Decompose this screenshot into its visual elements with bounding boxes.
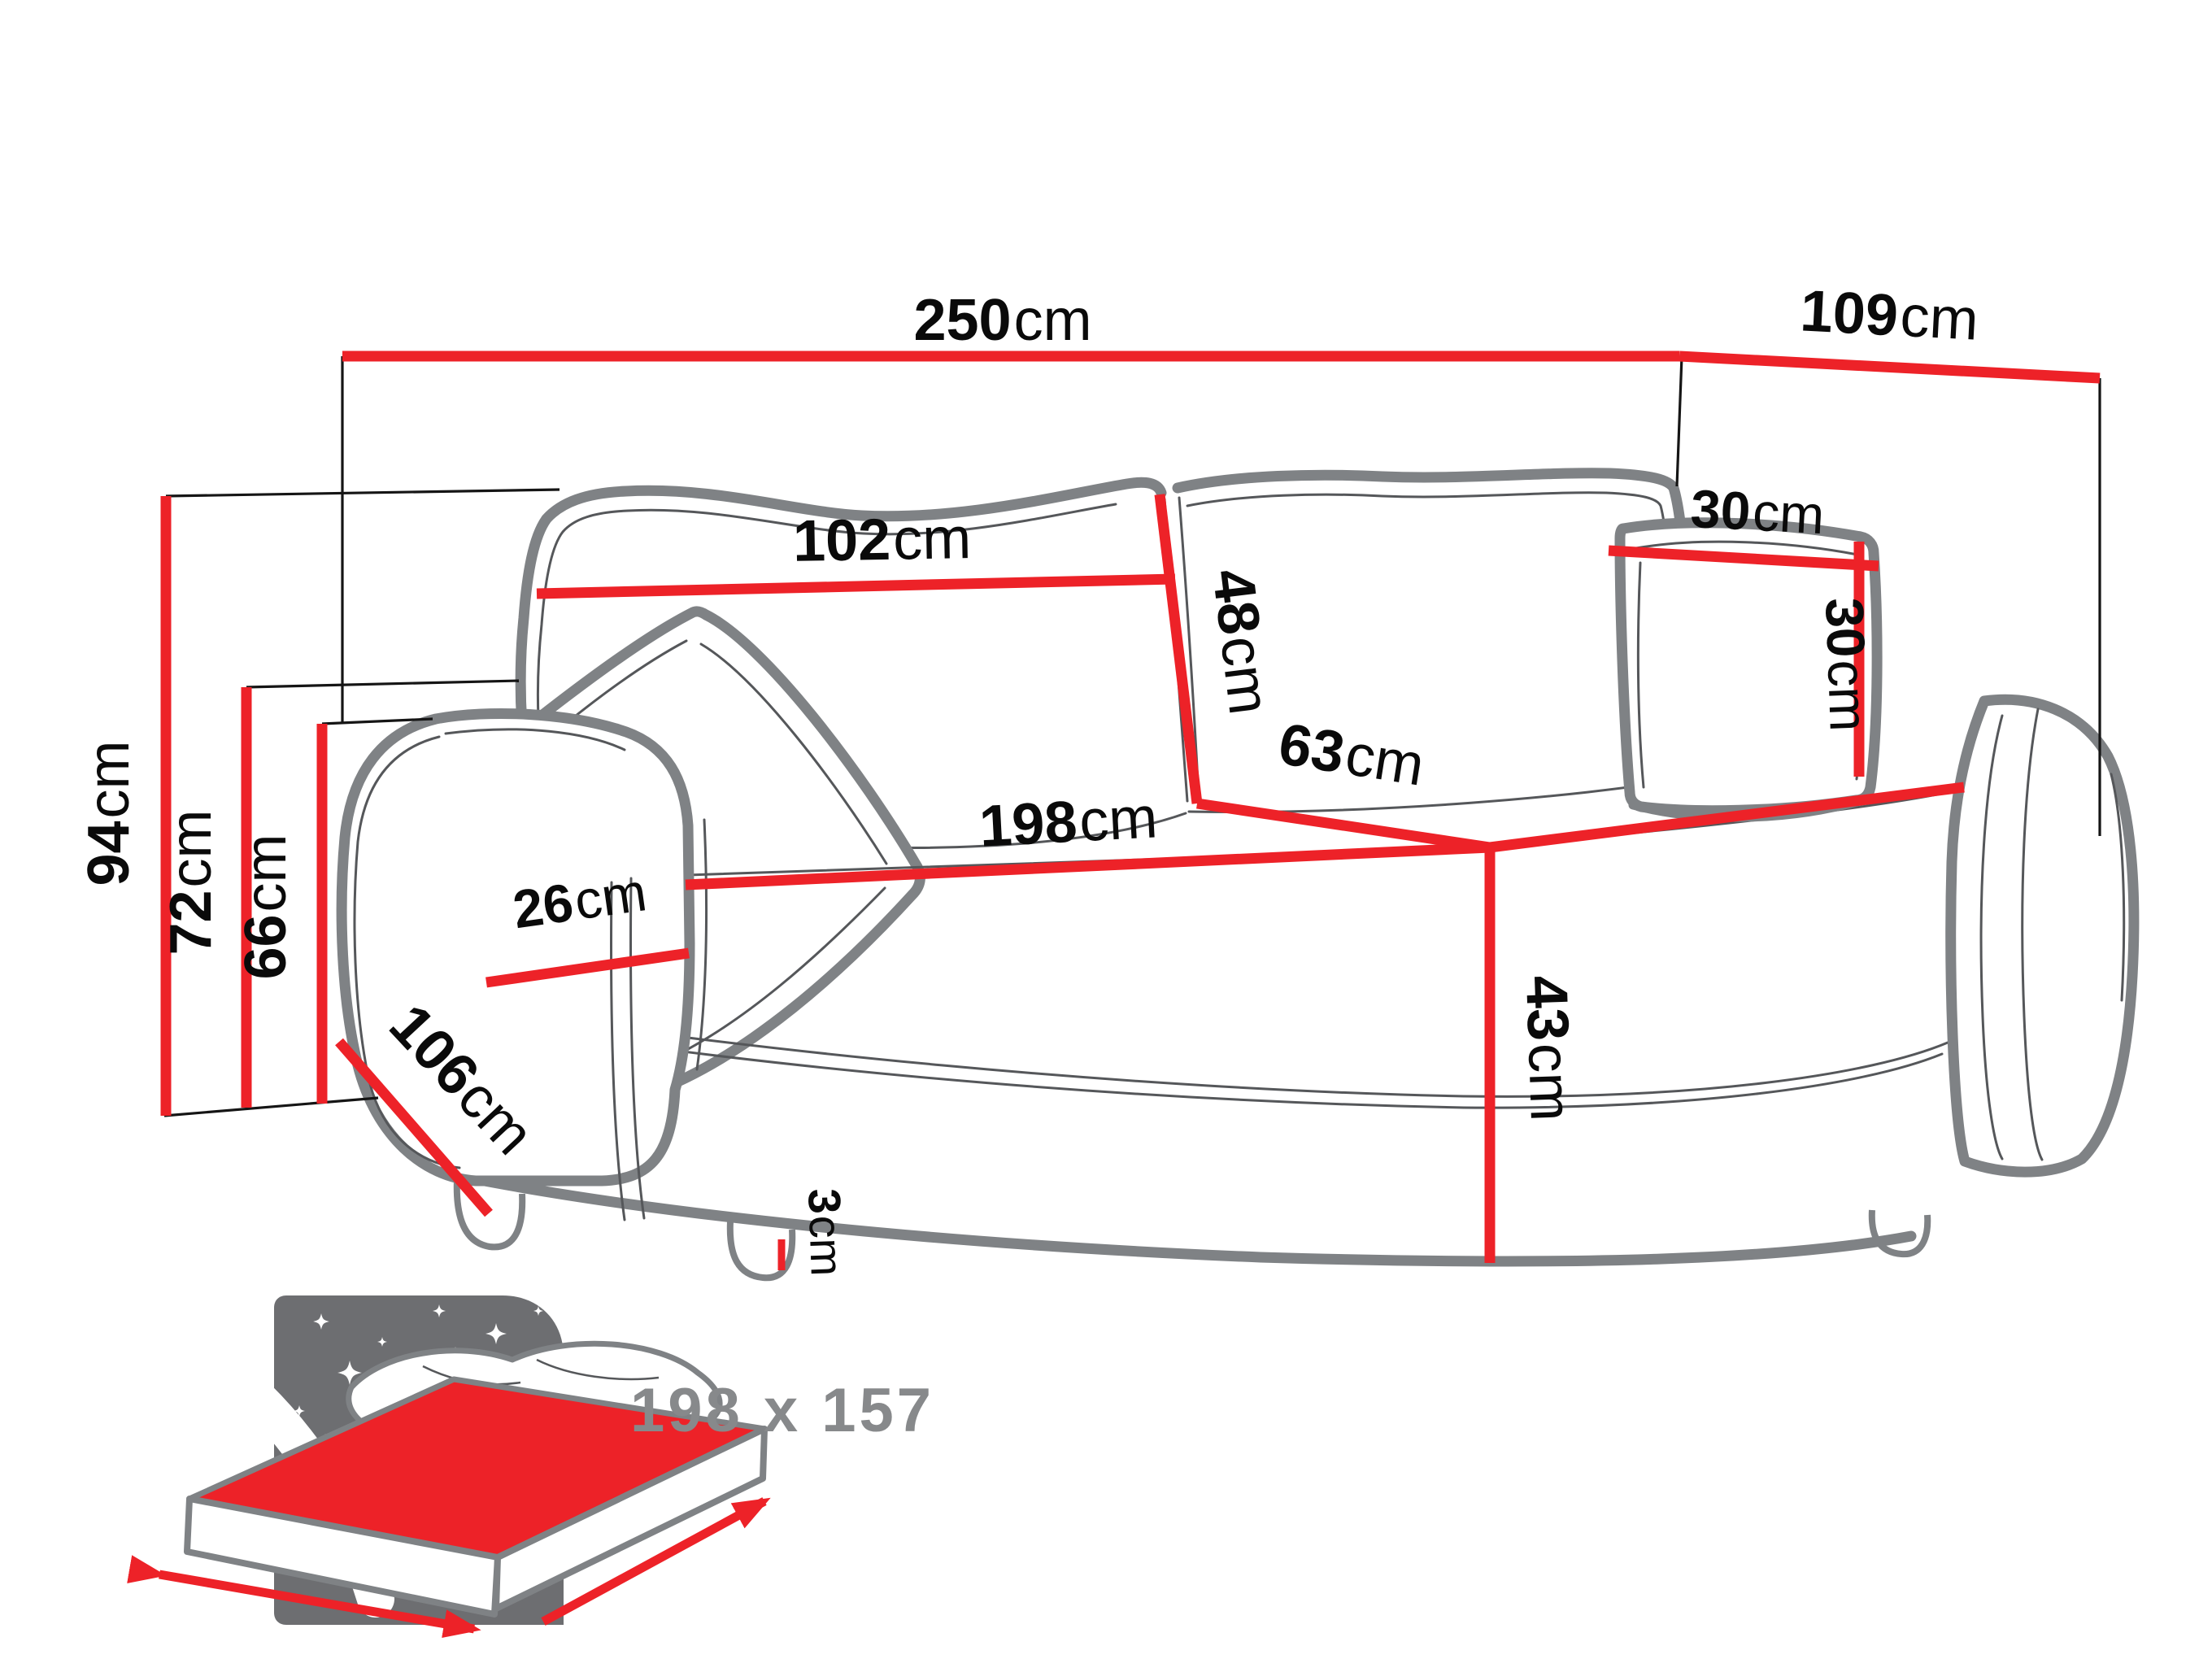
leader-66-top: [321, 717, 433, 725]
label-overall-width: 250cm: [913, 288, 1091, 353]
label-seat-length: 198cm: [978, 785, 1159, 859]
dim-line-pillow-width: [1608, 545, 1879, 572]
leader-baseline: [163, 1096, 379, 1117]
dim-line-seat-depth: [1196, 798, 1491, 853]
sofa-leg: [726, 1221, 796, 1282]
label-seat-depth: 63cm: [1274, 712, 1428, 799]
label-seat-height: 43cm: [1513, 974, 1583, 1122]
dim-line-back-cushion-width: [536, 573, 1176, 599]
mattress: [127, 1340, 771, 1638]
width-arrow: [127, 1555, 481, 1638]
dim-line-back-cushion-height: [1154, 494, 1203, 804]
dimension-lines: [160, 351, 2101, 1270]
label-back-cushion-width: 102cm: [792, 506, 971, 574]
label-overall-height: 94cm: [76, 740, 142, 886]
left-armrest: [336, 708, 708, 1221]
label-back-height: 72cm: [159, 809, 224, 955]
right-armrest: [1945, 694, 2140, 1178]
dim-line-arm-depth: [335, 1038, 493, 1217]
label-arm-width: 26cm: [509, 861, 650, 939]
mattress-side: [493, 1426, 768, 1612]
dim-line-arm-width: [486, 947, 690, 988]
sleeping-area-size: 198 x 157: [630, 1376, 934, 1445]
label-pillow-width: 30cm: [1689, 478, 1826, 546]
leader-72-top: [246, 679, 520, 689]
label-back-cushion-height: 48cm: [1200, 565, 1282, 717]
label-overall-depth: 109cm: [1799, 278, 1980, 352]
depth-arrow: [541, 1497, 771, 1626]
label-arm-height: 66cm: [233, 834, 298, 979]
leader-94-top: [165, 488, 560, 498]
dim-line-overall-depth: [1679, 351, 2101, 384]
sleeping-area-icon: 198 x 157: [127, 1295, 934, 1638]
label-pillow-height: 30cm: [1814, 597, 1879, 733]
label-leg-height: 3cm: [799, 1187, 853, 1277]
sofa-leg: [1868, 1209, 1931, 1258]
leader-mid-drop: [1675, 355, 1683, 487]
